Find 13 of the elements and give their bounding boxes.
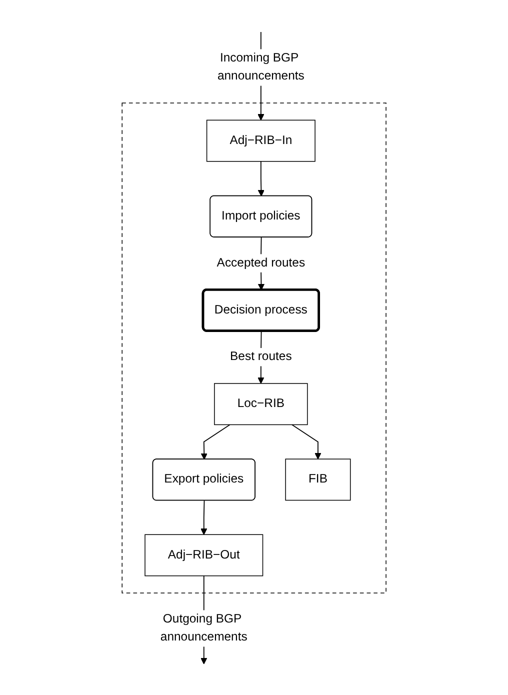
edge-label: Best routes [230, 350, 292, 363]
node-box: FIB [285, 458, 351, 500]
node-box: Adj−RIB−In [206, 119, 316, 162]
arrow [200, 500, 208, 534]
cluster [122, 102, 386, 593]
edge-label: Outgoing BGP announcements [160, 612, 248, 644]
arrow [292, 424, 322, 459]
arrow [258, 160, 264, 196]
node-box: Loc−RIB [214, 382, 308, 425]
edge-label: Accepted routes [216, 256, 305, 269]
edge-label: Incoming BGP announcements [217, 50, 304, 82]
node-box: Adj−RIB−Out [144, 534, 264, 576]
arrow [200, 424, 230, 460]
